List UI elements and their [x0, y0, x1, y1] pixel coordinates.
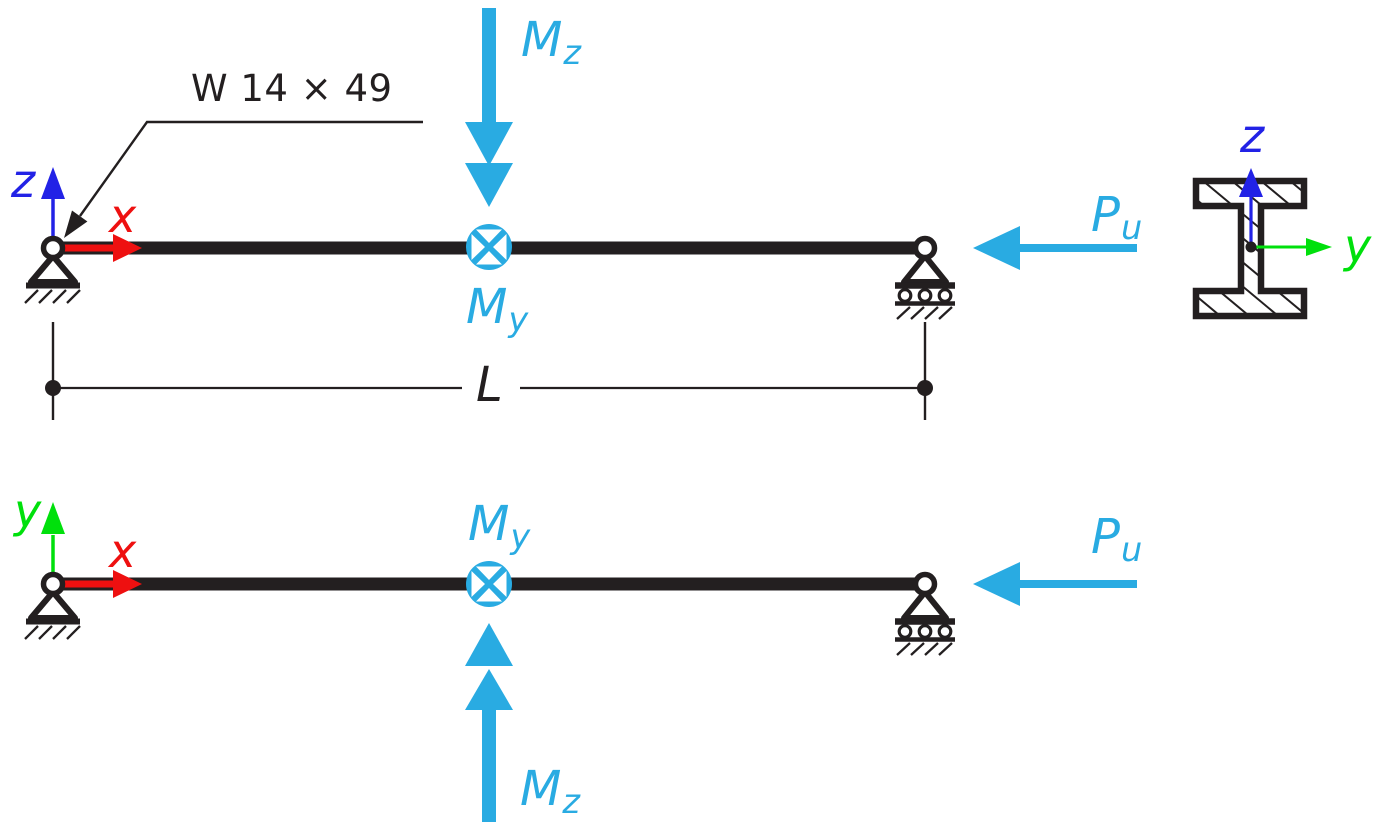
pu-label-bottom: Pu: [1091, 509, 1143, 570]
member-size-label: W 14 × 49: [191, 67, 393, 110]
mz-label-top: Mz: [521, 12, 582, 73]
axial-load-arrow-bottom: [973, 562, 1137, 606]
axial-load-arrow-top: [973, 226, 1137, 270]
pin-hinge-circle: [40, 571, 66, 597]
x-axis-label-top: x: [109, 189, 137, 243]
roller-wheel: [917, 624, 933, 639]
y-axis-arrow-section: [1251, 238, 1332, 256]
z-axis-label-top: z: [11, 154, 36, 208]
roller-hinge-circle: [912, 235, 938, 261]
dimension-dot-right: [917, 380, 933, 396]
roller-wheel: [937, 288, 953, 303]
bottom-view: [24, 502, 1137, 822]
my-label-top: My: [466, 279, 529, 340]
my-label-bottom: My: [468, 496, 531, 557]
roller-support-bottom: [895, 571, 955, 656]
moment-my-symbol-bottom: [466, 561, 512, 607]
y-axis-label-section: y: [1344, 219, 1372, 273]
span-dimension-line: [45, 322, 933, 420]
top-view: [24, 8, 1137, 420]
member-leader-line: [64, 120, 423, 238]
roller-wheel: [917, 288, 933, 303]
z-axis-arrow-top: [41, 167, 65, 244]
y-axis-arrow-bottom: [41, 502, 65, 580]
pu-label-top: Pu: [1091, 187, 1143, 248]
roller-wheel: [897, 288, 913, 303]
pin-hinge-circle: [40, 235, 66, 261]
roller-support-top: [895, 235, 955, 320]
moment-mz-arrow-bottom: [465, 623, 513, 822]
moment-my-symbol-top: [466, 224, 512, 270]
x-axis-arrow-bottom: [60, 570, 142, 598]
pin-support-bottom: [24, 571, 81, 640]
mz-label-bottom: Mz: [520, 761, 581, 822]
dimension-dot-left: [45, 380, 61, 396]
x-axis-arrow-top: [60, 234, 142, 262]
roller-hinge-circle: [912, 571, 938, 597]
i-section-outline: [1192, 177, 1308, 320]
x-axis-label-bottom: x: [109, 524, 137, 578]
pin-support-top: [24, 235, 81, 304]
centroid-dot: [1245, 241, 1257, 253]
roller-wheel: [897, 624, 913, 639]
z-axis-label-section: z: [1240, 109, 1265, 163]
moment-mz-arrow-top: [465, 8, 513, 207]
leader-arrowhead-icon: [64, 210, 88, 238]
length-label: L: [476, 357, 503, 413]
z-axis-arrow-section: [1239, 168, 1263, 247]
y-axis-label-bottom: y: [14, 484, 42, 538]
roller-wheel: [937, 624, 953, 639]
